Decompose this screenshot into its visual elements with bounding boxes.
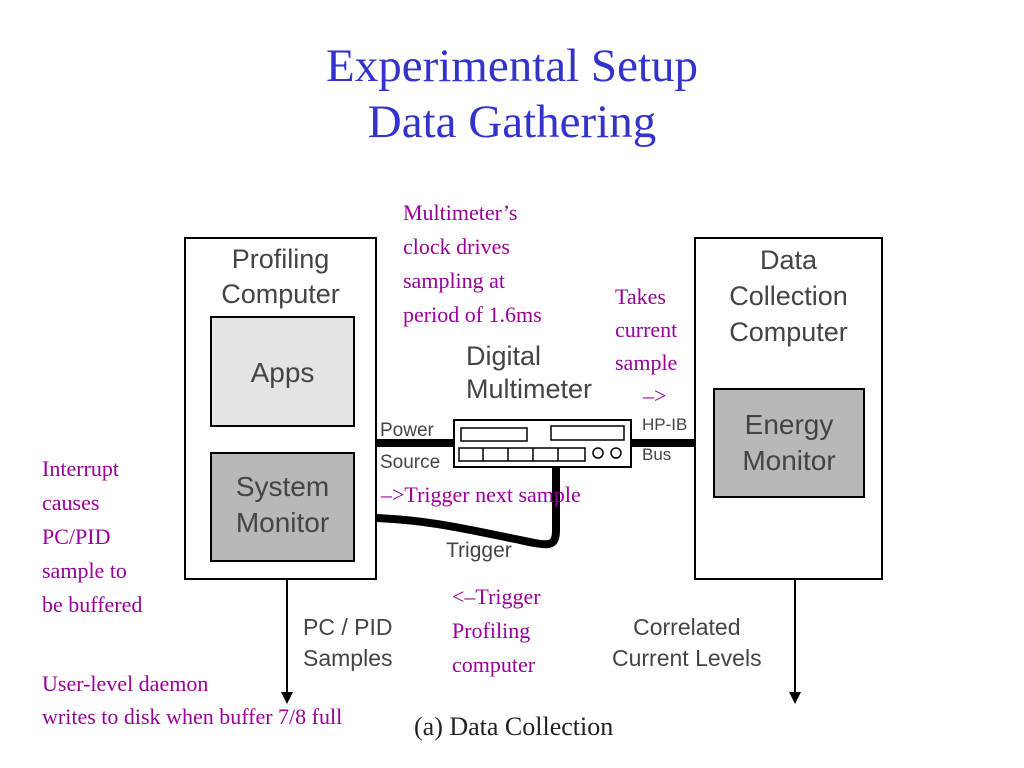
annotation-takes-current: Takes current sample –> <box>615 284 678 408</box>
multimeter-device <box>453 419 632 468</box>
annotation-trigger-next: –>Trigger next sample <box>381 482 581 507</box>
title-line-1: Experimental Setup <box>326 40 698 92</box>
page-title: Experimental Setup Data Gathering <box>0 38 1024 150</box>
profiling-computer-label: Profiling Computer <box>221 244 340 309</box>
system-monitor-box <box>210 452 355 562</box>
apps-label: Apps <box>250 357 315 388</box>
annotation-trigger-profiling: <–Trigger Profiling computer <box>452 584 541 677</box>
pc-pid-arrow <box>281 562 293 704</box>
annotation-multimeter-clock: Multimeter’s clock drives sampling at pe… <box>403 200 542 327</box>
system-monitor-label: System Monitor <box>235 471 330 538</box>
pc-pid-samples-label: PC / PID Samples <box>303 614 393 671</box>
energy-monitor-label: Energy Monitor <box>742 409 836 476</box>
annotation-daemon: User-level daemon writes to disk when bu… <box>42 671 343 729</box>
energy-monitor-box <box>713 388 865 498</box>
title-line-2: Data Gathering <box>367 96 657 148</box>
data-collection-computer-label: Data Collection Computer <box>729 245 848 347</box>
apps-box <box>210 316 355 427</box>
trigger-label: Trigger <box>446 539 512 562</box>
trigger-cable <box>375 462 560 549</box>
correlated-levels-label: Correlated Current Levels <box>612 614 762 671</box>
figure-caption: (a) Data Collection <box>414 712 614 741</box>
hpib-bus-label: HP-IB Bus <box>642 415 688 464</box>
power-source-label: Power Source <box>380 420 441 473</box>
digital-multimeter-label: Digital Multimeter <box>466 341 593 404</box>
annotation-interrupt: Interrupt causes PC/PID sample to be buf… <box>42 456 143 617</box>
